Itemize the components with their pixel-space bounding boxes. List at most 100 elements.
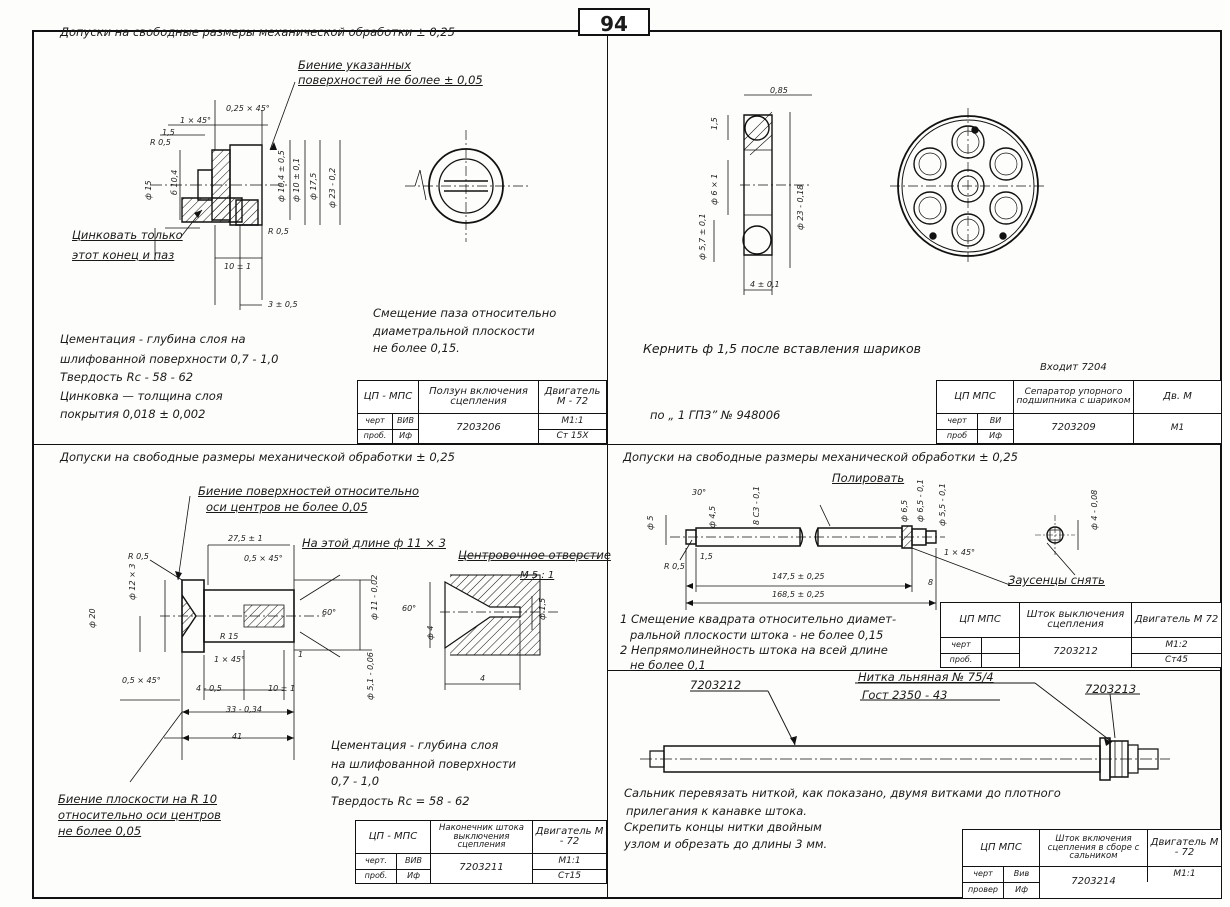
p2-dim-1: 0,85	[770, 86, 788, 95]
p4-tb-row-check: проб.	[941, 653, 981, 667]
p4-dim-12: 1 × 45°	[944, 548, 976, 557]
p4-dim-9: ф 6,5	[900, 499, 909, 522]
p1-tb-row-draw: черт	[358, 413, 392, 429]
p3-spec-line1: Цементация - глубина слоя	[331, 738, 499, 752]
panel-divider-top	[32, 444, 1222, 445]
p1-spec-line1: Цементация - глубина слоя на	[60, 332, 246, 346]
p5-tb-scale: М1:1	[1147, 866, 1221, 882]
p1-dim-1: 1,5	[162, 128, 175, 137]
p3-dim-15: ф 5,1 - 0,06	[366, 652, 375, 700]
p5-instruction-line2: прилегания к канавке штока.	[626, 804, 807, 818]
p1-dim-5: ф 15	[144, 180, 153, 200]
p2-dim-2: 1,5	[710, 117, 719, 130]
p1-dim-6: б 10,4	[170, 169, 179, 195]
p2-tb-row-check: проб	[937, 429, 977, 443]
p1-dim-9: ф 17,5	[309, 172, 318, 200]
p4-tb-number: 7203212	[1019, 637, 1131, 667]
page-number: 94	[578, 8, 650, 36]
p3-title-block: ЦП - МПС Наконечник штока выключения сце…	[355, 820, 607, 884]
p3-tb-material: Ст15	[532, 869, 606, 883]
p1-spec-line5: покрытия 0,018 ± 0,002	[60, 407, 206, 421]
p3-dim-3: ф 12 × 3	[128, 563, 137, 600]
p2-dim-3: ф 6 × 1	[710, 173, 719, 205]
p5-tb-name: Шток включения сцепления в сборе с сальн…	[1039, 830, 1147, 866]
p2-dim-4: ф 5,7 ± 0,1	[698, 213, 707, 260]
p5-instruction-line4: узлом и обрезать до длины 3 мм.	[624, 837, 828, 851]
p3-runout-note-line1: Биение поверхностей относительно	[198, 484, 419, 498]
tip-part-drawing	[120, 496, 372, 782]
p3-tb-scale: М1:1	[532, 853, 606, 869]
p5-tb-row-draw: черт	[963, 866, 1003, 882]
p3-dim-11: 33 - 0,34	[226, 705, 262, 714]
p3-dim-17: ф 4	[426, 625, 435, 640]
separator-face-view	[890, 108, 1046, 264]
p5-tb-row-check: провер	[963, 882, 1003, 898]
leader-arrows	[175, 142, 1112, 746]
panel-divider-vertical	[607, 30, 608, 899]
p3-length-note: На этой длине ф 11 × 3	[302, 536, 446, 550]
p3-dim-7: 1 × 45°	[214, 655, 246, 664]
p3-dim-14: ф 11 - 0,02	[370, 574, 379, 620]
p4-dim-3: 1,5	[700, 552, 713, 561]
p3-flat-runout-line2: относительно оси центров	[58, 808, 221, 822]
p4-dim-14: ф 4 - 0,08	[1090, 489, 1099, 530]
p2-gpz-note: по „ 1 ГПЗ” № 948006	[650, 408, 781, 422]
p3-dim-2: ф 20	[88, 608, 97, 628]
panel-divider-right	[607, 670, 1222, 671]
p3-dim-16: 1	[298, 650, 304, 659]
p1-dim-7: ф 10,4 ± 0,5	[277, 150, 286, 202]
p3-dim-5: 0,5 × 45°	[244, 554, 283, 563]
p5-part-b: 7203213	[1085, 682, 1137, 696]
p5-tb-sig1: Вив	[1003, 866, 1039, 882]
p3-dim-18: ф 1,5	[538, 597, 547, 620]
p1-tb-product: Двигатель М - 72	[538, 381, 606, 413]
p1-groove-note-line1: Смещение паза относительно	[373, 306, 557, 320]
p4-note-line3: 2 Непрямолинейность штока на всей длине	[620, 643, 888, 657]
p5-tb-org: ЦП МПС	[980, 841, 1022, 853]
p2-dim-6: 4 ± 0,1	[750, 280, 780, 289]
p2-tb-row-draw: черт	[937, 413, 977, 429]
p4-note-line4: не более 0,1	[630, 658, 706, 672]
p2-tb-product: Дв. М	[1133, 381, 1221, 413]
p1-dim-2: R 0,5	[150, 138, 171, 147]
p3-dim-1: R 0,5	[128, 552, 149, 561]
p3-flat-runout-line1: Биение плоскости на R 10	[58, 792, 218, 806]
p2-tb-sig2: Иф	[977, 429, 1013, 443]
p1-dim-11: R 0,5	[268, 227, 289, 236]
p4-dim-7: 147,5 ± 0,25	[772, 572, 825, 581]
p5-gost-note: Гост 2350 - 43	[862, 688, 948, 702]
p2-tb-scale: М1	[1133, 413, 1221, 443]
p4-tb-row-draw: черт	[941, 637, 981, 653]
p3-dim-9: 10 ± 1	[268, 684, 296, 693]
p4-tolerance-note: Допуски на свободные размеры механическо…	[623, 450, 1018, 464]
p1-zinc-note-line2: этот конец и паз	[72, 248, 175, 262]
p5-part-a: 7203212	[690, 678, 742, 692]
p3-tb-number: 7203211	[430, 853, 532, 883]
p4-tb-sig1	[981, 637, 1019, 653]
p1-dim-3: 1 × 45°	[180, 116, 212, 125]
p4-polish-note: Полировать	[832, 471, 905, 485]
p1-tb-org: ЦП - МПС	[363, 390, 413, 402]
p4-tb-product: Двигатель М 72	[1131, 603, 1221, 637]
slider-part-drawing	[150, 82, 340, 310]
p5-tb-product: Двигатель М - 72	[1147, 830, 1221, 866]
p4-note-line1: 1 Смещение квадрата относительно диамет-	[620, 612, 897, 626]
p3-tb-row-check: проб.	[356, 869, 396, 883]
p3-flat-runout-line3: не более 0,05	[58, 824, 142, 838]
p3-dim-19: 60°	[402, 604, 417, 613]
p4-tb-scale: М1:2	[1131, 637, 1221, 653]
slider-end-view	[405, 130, 528, 242]
p4-dim-11: ф 5,5 - 0,1	[938, 483, 947, 526]
p1-spec-line4: Цинковка — толщина слоя	[60, 389, 223, 403]
p4-note-line2: ральной плоскости штока - не более 0,15	[630, 628, 884, 642]
p3-dim-20: 4	[480, 674, 486, 683]
separator-side-view	[714, 95, 812, 295]
p3-tb-product: Двигатель М - 72	[532, 821, 606, 853]
p4-tb-org: ЦП МПС	[959, 613, 1001, 625]
p3-runout-note-line2: оси центров не более 0,05	[206, 500, 368, 514]
p3-spec-line3: 0,7 - 1,0	[331, 774, 380, 788]
p1-dim-4: 0,25 × 45°	[226, 104, 270, 113]
p4-tb-sig2	[981, 653, 1019, 667]
p1-spec-line2: шлифованной поверхности 0,7 - 1,0	[60, 352, 279, 366]
